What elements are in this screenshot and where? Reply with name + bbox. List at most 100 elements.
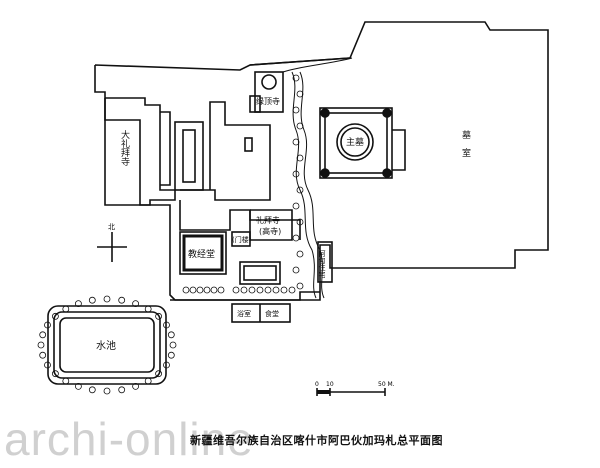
tree-mark [203,286,211,294]
tree-mark [118,296,126,304]
small-mosque-outline [254,71,284,113]
tree-mark [39,331,47,339]
tree-mark [248,286,256,294]
tree-mark [296,122,304,130]
label-lecture-hall: 教经堂 [188,248,215,260]
pond-inner [53,311,161,379]
tree-mark [155,312,163,320]
road-line [249,57,351,66]
tree-mark [163,321,170,329]
south-wall [170,291,320,301]
stream-top [282,57,353,73]
label-prayer-hall-sub: (高寺) [259,226,281,236]
tomb-courtyard [319,107,393,179]
label-small-mosque: 绿顶寺 [256,97,280,106]
stream [291,71,317,299]
tree-mark [280,286,288,294]
label-main-tomb: 主墓 [346,136,364,148]
label-bath: 浴室 [237,309,251,318]
tree-mark [144,377,152,385]
tree-mark [240,286,248,294]
tree-mark [103,295,111,303]
pavilion-inner [182,129,196,183]
courtyard-wall [180,101,271,201]
vegetation [37,74,304,395]
tree-mark [292,138,300,146]
tree-mark [296,186,304,194]
label-main-hall: 大礼拜寺 [119,129,130,166]
label-gate: (门楼) [232,235,252,244]
tomb-tower [382,168,392,178]
tree-mark [44,321,51,329]
tree-mark [296,282,304,290]
main-hall-courtyard [160,111,171,186]
page-title: 新疆维吾尔族自治区喀什市阿巴伙加玛札总平面图 [190,434,443,447]
tree-mark [182,286,190,294]
tree-mark [88,386,96,394]
small-mosque-dome [261,74,277,90]
small-pool [239,261,281,285]
label-cemetery-1: 墓 [462,129,471,141]
tree-mark [44,361,51,369]
small-mosque-porch [249,95,261,113]
lecture-hall-inner [182,234,224,272]
tomb-platform [324,112,388,174]
scale-bar-fill [317,390,330,394]
tree-mark [75,382,82,390]
label-kitchen: 食堂 [265,309,279,318]
tree-mark [196,286,204,294]
pond-inner-2 [59,317,155,373]
label-cemetery-2: 室 [462,147,471,159]
lecture-hall-outline [179,231,227,275]
pond-outline [47,305,167,385]
tree-mark [189,286,197,294]
tree-mark [256,286,264,294]
tree-mark [39,351,47,359]
north-wall [94,21,549,301]
pavilion [174,121,204,191]
watermark: archi-online [4,413,254,465]
scale-tick-0: 0 [315,381,319,388]
tree-mark [292,202,300,210]
tree-mark [292,170,300,178]
tree-mark [52,312,59,320]
tree-mark [169,341,177,349]
tree-mark [62,377,70,385]
tree-mark [232,286,240,294]
scale-tick-50: 50 M. [378,381,395,388]
label-residence: 阿訇住宅 [318,249,326,278]
tree-mark [210,286,218,294]
tree-mark [62,305,70,313]
tomb-tower [320,108,330,118]
tree-mark [217,286,225,294]
tree-mark [292,234,300,242]
tree-mark [75,300,82,308]
tree-mark [167,331,175,339]
bath-kitchen-block [231,303,291,323]
gate-outline [231,231,251,247]
small-pool-inner [243,265,277,281]
tree-mark [52,370,59,378]
tree-mark [132,300,140,308]
tree-mark [292,106,300,114]
scale-tick-10: 10 [326,381,334,388]
tree-mark [288,286,296,294]
tree-mark [37,341,45,349]
residence-outline [317,241,333,283]
tomb-dome [336,123,374,161]
cemetery-wall [392,129,406,171]
small-room [244,137,253,152]
tree-mark [296,90,304,98]
tree-mark [163,361,170,369]
label-pond: 水池 [96,339,116,352]
tomb-tower [320,168,330,178]
label-north: 北 [108,223,115,231]
tree-mark [264,286,272,294]
tree-mark [132,382,140,390]
tree-mark [292,74,300,82]
tree-mark [296,218,304,226]
tree-mark [272,286,280,294]
tree-mark [88,296,96,304]
tree-mark [144,305,152,313]
